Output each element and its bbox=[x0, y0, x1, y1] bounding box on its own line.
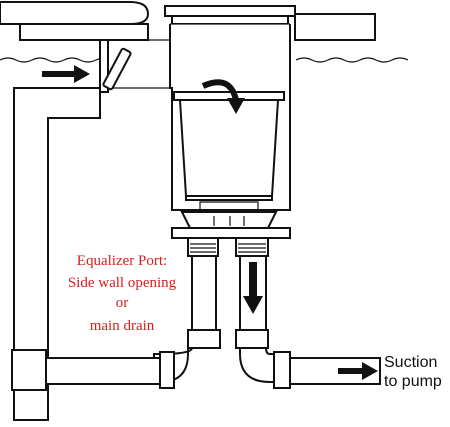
equalizer-feed-pipe bbox=[11, 349, 161, 391]
suction-pipe bbox=[235, 237, 381, 389]
equalizer-label: Equalizer Port: Side wall opening or mai… bbox=[68, 253, 177, 334]
suction-label-line2: to pump bbox=[384, 373, 442, 390]
skimmer-bottom-plate bbox=[171, 201, 291, 239]
weir-door bbox=[102, 47, 132, 91]
equalizer-label-line3: or bbox=[116, 295, 129, 311]
equalizer-label-line4: main drain bbox=[90, 318, 155, 334]
water-surface-right bbox=[295, 57, 409, 63]
equalizer-label-line1: Equalizer Port: bbox=[77, 253, 167, 269]
curved-arrow-down-icon bbox=[201, 79, 245, 114]
arrow-down-icon bbox=[243, 262, 263, 314]
equalizer-pipe bbox=[153, 237, 221, 389]
water-surface-left bbox=[0, 57, 109, 63]
skimmer-throat bbox=[99, 39, 170, 93]
deck-coping bbox=[19, 23, 149, 41]
deck-slab-right bbox=[294, 13, 376, 41]
arrow-right-icon bbox=[338, 362, 378, 380]
deck-slab-left bbox=[0, 1, 150, 25]
suction-label-line1: Suction bbox=[384, 354, 437, 371]
arrow-right-icon bbox=[42, 65, 90, 83]
equalizer-label-line2: Side wall opening bbox=[68, 275, 177, 291]
suction-label: Suction to pump bbox=[384, 354, 442, 390]
skimmer-lid bbox=[164, 5, 296, 25]
skimmer-basket bbox=[173, 91, 285, 201]
